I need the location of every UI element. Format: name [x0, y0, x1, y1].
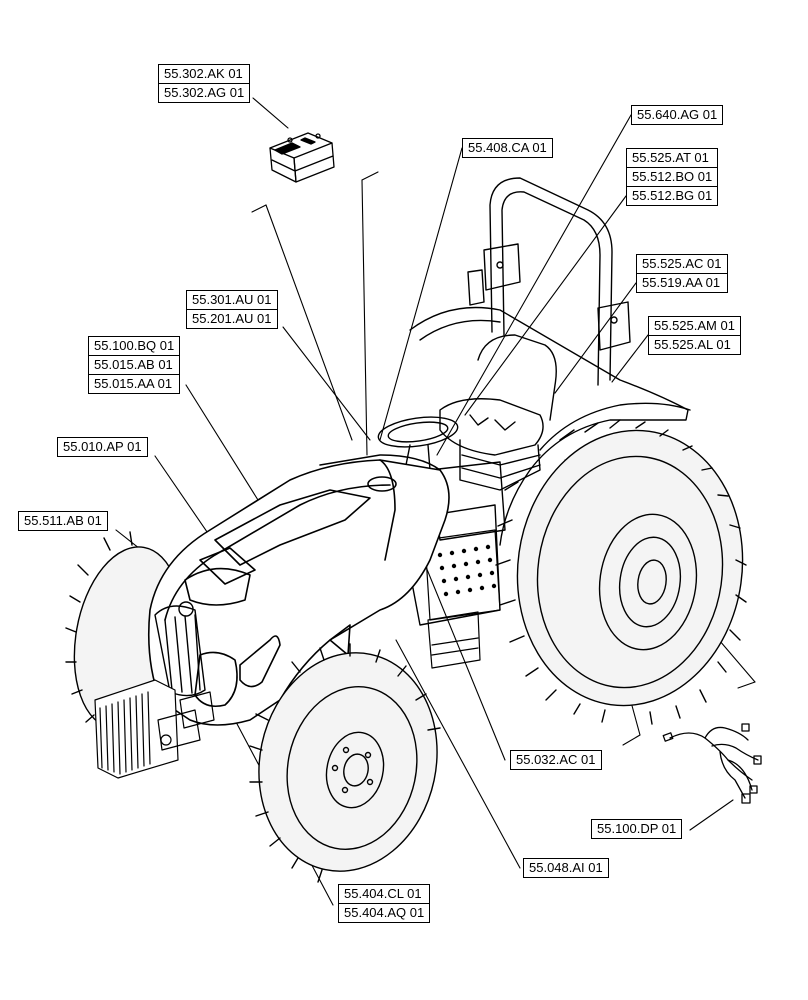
label-dash: 55.301.AU 01 55.201.AU 01 — [186, 290, 278, 329]
part-number[interactable]: 55.302.AG 01 — [159, 83, 250, 102]
part-number[interactable]: 55.519.AA 01 — [637, 273, 727, 292]
label-cab-top: 55.408.CA 01 — [462, 138, 553, 158]
part-number[interactable]: 55.525.AM 01 — [654, 318, 735, 333]
part-number[interactable]: 55.100.DP 01 — [597, 821, 677, 836]
part-number[interactable]: 55.302.AK 01 — [164, 66, 243, 81]
part-number[interactable]: 55.511.AB 01 — [24, 513, 102, 528]
label-harness-loose: 55.100.DP 01 — [591, 819, 683, 839]
part-number[interactable]: 55.404.CL 01 — [344, 886, 422, 901]
part-number[interactable]: 55.525.AL 01 — [649, 335, 740, 354]
part-number[interactable]: 55.408.CA 01 — [468, 140, 547, 155]
part-number[interactable]: 55.512.BG 01 — [627, 186, 718, 205]
front-right-tire-drawing — [249, 643, 441, 883]
part-number[interactable]: 55.301.AU 01 — [192, 292, 272, 307]
part-number[interactable]: 55.015.AA 01 — [89, 374, 180, 393]
label-grille: 55.511.AB 01 — [18, 511, 108, 531]
label-hood-front: 55.010.AP 01 — [57, 437, 148, 457]
part-number[interactable]: 55.015.AB 01 — [89, 355, 180, 374]
step-drawing — [424, 529, 501, 669]
part-number[interactable]: 55.404.AQ 01 — [339, 903, 430, 922]
label-hood-harness: 55.100.BQ 01 55.015.AB 01 55.015.AA 01 — [88, 336, 181, 394]
part-number[interactable]: 55.525.AT 01 — [632, 150, 709, 165]
label-fender-light: 55.525.AM 01 55.525.AL 01 — [648, 316, 741, 355]
label-battery: 55.302.AK 01 55.302.AG 01 — [158, 64, 251, 103]
part-number[interactable]: 55.048.AI 01 — [529, 860, 603, 875]
part-number[interactable]: 55.512.BO 01 — [627, 167, 718, 186]
part-number[interactable]: 55.525.AC 01 — [642, 256, 722, 271]
wiring-harness-drawing — [662, 723, 762, 804]
front-weights-drawing — [94, 679, 215, 779]
rops-drawing — [467, 177, 631, 386]
hood-drawing — [147, 454, 450, 726]
label-frame: 55.048.AI 01 — [523, 858, 609, 878]
battery-drawing — [269, 132, 335, 183]
label-seat-wiring: 55.525.AT 01 55.512.BO 01 55.512.BG 01 — [626, 148, 719, 206]
part-number[interactable]: 55.640.AG 01 — [637, 107, 718, 122]
label-rear-light: 55.525.AC 01 55.519.AA 01 — [636, 254, 728, 293]
seat-drawing — [439, 334, 557, 491]
part-number[interactable]: 55.100.BQ 01 — [94, 338, 175, 353]
rear-tire-drawing — [495, 419, 747, 725]
part-number[interactable]: 55.010.AP 01 — [63, 439, 142, 454]
part-number[interactable]: 55.201.AU 01 — [187, 309, 277, 328]
grille-drawing — [154, 601, 206, 697]
label-rops: 55.640.AG 01 — [631, 105, 724, 125]
label-step: 55.032.AC 01 — [510, 750, 602, 770]
part-number[interactable]: 55.032.AC 01 — [516, 752, 596, 767]
label-headlight: 55.404.CL 01 55.404.AQ 01 — [338, 884, 431, 923]
